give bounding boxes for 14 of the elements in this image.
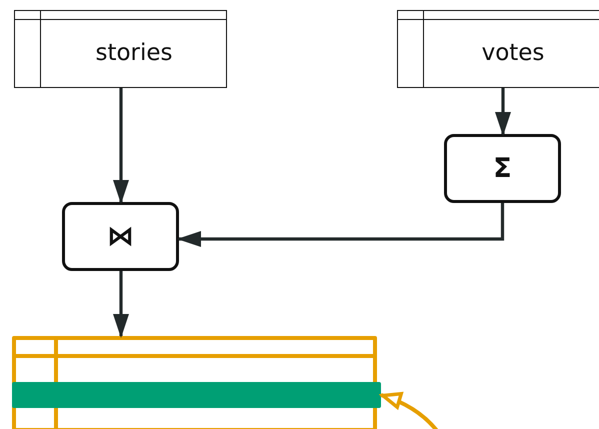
arrow <box>380 392 440 429</box>
operator-symbol: Σ <box>493 153 512 184</box>
highlighted-row <box>12 382 381 408</box>
arrow <box>113 271 129 338</box>
table-box <box>14 10 227 88</box>
arrow <box>113 88 129 204</box>
table-box <box>397 10 599 88</box>
arrow <box>495 88 511 136</box>
table-name: votes <box>480 39 546 68</box>
table-name: stories <box>94 39 174 68</box>
arrow <box>177 203 504 247</box>
operator-box <box>444 134 561 203</box>
operator-box <box>62 202 179 271</box>
operator-symbol: ⋈ <box>107 221 134 252</box>
